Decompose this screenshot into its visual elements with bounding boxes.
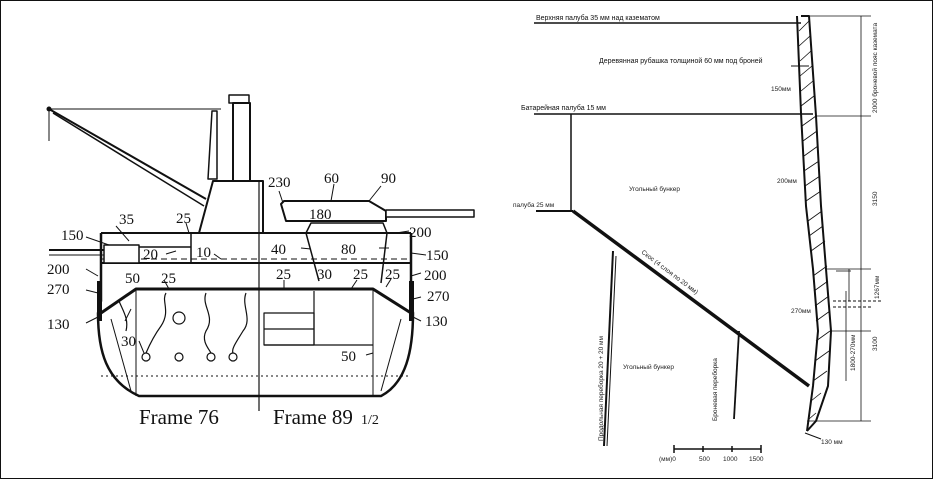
label-40: 40	[271, 242, 286, 258]
side-armor-scheme	[534, 15, 881, 453]
label-90: 90	[381, 171, 396, 187]
shell-hoists	[118, 292, 248, 362]
dim-1800-270: 1800-270мм	[850, 334, 857, 371]
caption-frame-76: Frame 76	[139, 405, 219, 429]
label-25-c: 25	[353, 267, 368, 283]
belt-armor-outer	[801, 15, 832, 432]
label-150-right: 150	[426, 248, 449, 264]
side-scheme-labels: Верхняя палуба 35 мм над казематом Дерев…	[513, 14, 881, 463]
dim-150mm: 150мм	[771, 86, 791, 93]
label-50-low: 50	[341, 349, 356, 365]
label-30-low: 30	[121, 334, 136, 350]
cross-section-diagram	[46, 94, 475, 411]
belt-left	[97, 281, 102, 321]
label-25-a: 25	[161, 271, 176, 287]
dim-3150: 3150	[872, 191, 879, 206]
label-battery-deck: Батарейная палуба 15 мм	[521, 104, 606, 112]
crane-jib	[46, 106, 221, 207]
sloped-armor	[571, 209, 811, 388]
label-longitudinal-bulkhead: Продольная переборка 20 + 20 мм	[597, 335, 605, 441]
label-150-left: 150	[61, 228, 84, 244]
scale-500: 500	[699, 456, 710, 463]
dim-3100: 3100	[872, 336, 879, 351]
caption-frame-89-fraction: 1/2	[361, 413, 379, 428]
funnel	[207, 94, 251, 182]
dim-200mm: 200мм	[777, 178, 797, 185]
label-25-top: 25	[176, 211, 191, 227]
label-25-d: 25	[385, 267, 400, 283]
scale-0: (мм)0	[659, 456, 676, 463]
label-270-right: 270	[427, 289, 450, 305]
label-slope: Скос (4 слоя по 20 мм)	[640, 249, 699, 296]
label-50-upper: 50	[125, 271, 140, 287]
label-20: 20	[143, 247, 158, 263]
label-80: 80	[341, 242, 356, 258]
label-wood-backing: Деревянная рубашка толщиной 60 мм под бр…	[599, 57, 763, 65]
label-270-left: 270	[47, 282, 70, 298]
magazine-compartments	[263, 291, 373, 346]
thickness-labels: 150 35 25 20 10 40 80 150 230 60 90 180 …	[47, 171, 450, 365]
label-armored-bulkhead: Броневая переборка	[711, 358, 719, 421]
label-upper-deck: Верхняя палуба 35 мм над казематом	[536, 14, 660, 22]
main-turret	[280, 200, 475, 234]
label-130-left: 130	[47, 317, 70, 333]
scale-1000: 1000	[723, 456, 738, 463]
hull-outline	[96, 233, 415, 398]
dim-2000-casemate: 2000 броневой пояс каземата	[871, 23, 879, 113]
label-deck-25: палуба 25 мм	[513, 201, 555, 209]
scale-bar	[673, 445, 762, 453]
label-30-mid: 30	[317, 267, 332, 283]
label-130-right: 130	[425, 314, 448, 330]
label-200-left: 200	[47, 262, 70, 278]
dim-270mm: 270мм	[791, 308, 811, 315]
armored-deck	[100, 287, 412, 315]
label-180: 180	[309, 207, 332, 223]
label-230: 230	[268, 175, 291, 191]
belt-hatching	[798, 20, 831, 420]
label-coal-bunker-upper: Угольный бункер	[629, 185, 680, 193]
belt-right	[409, 281, 414, 321]
label-200-right: 200	[424, 268, 447, 284]
label-25-b: 25	[276, 267, 291, 283]
label-200-top-right: 200	[409, 225, 432, 241]
dim-1267: 1267мм	[874, 275, 881, 299]
dim-130mm: 130 мм	[821, 439, 843, 446]
caption-frame-89: Frame 89	[273, 405, 353, 429]
dimension-lines	[807, 15, 871, 422]
label-60: 60	[324, 171, 339, 187]
label-35: 35	[119, 212, 134, 228]
secondary-gun	[49, 244, 140, 264]
label-10: 10	[196, 245, 211, 261]
label-coal-bunker-lower: Угольный бункер	[623, 363, 674, 371]
scale-1500: 1500	[749, 456, 764, 463]
leader-lines	[85, 183, 427, 356]
superstructure	[198, 180, 264, 234]
